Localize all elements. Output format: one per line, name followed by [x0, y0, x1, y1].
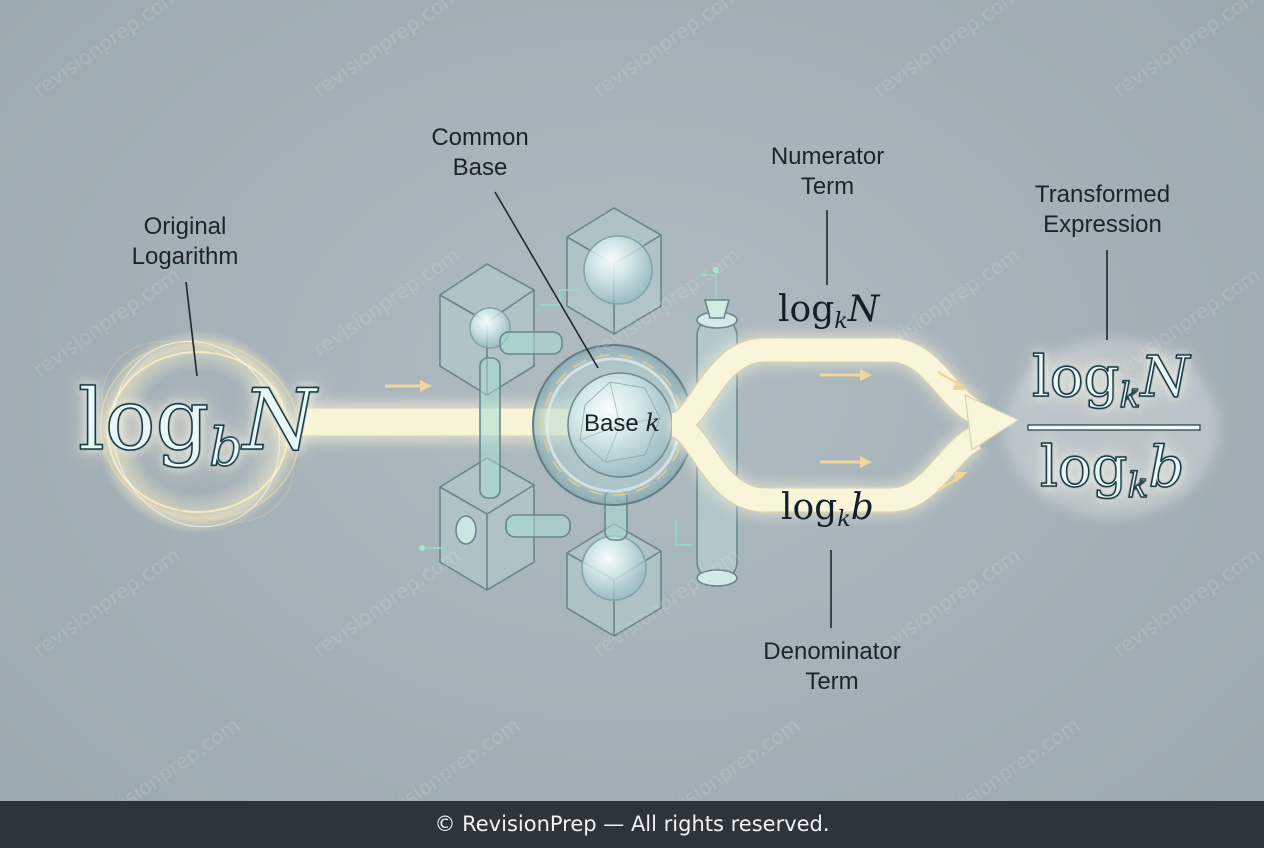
label-numerator-term: Numerator Term: [770, 143, 885, 200]
diagram-artwork: [96, 191, 1220, 637]
result-denominator-expression: logkb: [1039, 435, 1185, 507]
label-transformed-expression: Transformed Expression: [1034, 181, 1171, 238]
common-base-core: [532, 344, 694, 506]
leader-lines: [185, 191, 1108, 628]
label-common-base: Common Base: [431, 124, 529, 181]
label-original-logarithm: Original Logarithm: [131, 213, 239, 270]
copyright-footer: © RevisionPrep — All rights reserved.: [0, 801, 1264, 848]
denominator-term-expression: logkb: [781, 487, 874, 533]
glass-machine: [419, 207, 738, 637]
result-glow: [1004, 338, 1220, 518]
center-base-label: Base k: [584, 409, 660, 437]
label-denominator-term: Denominator Term: [763, 638, 901, 695]
result-numerator-expression: logkN: [1031, 345, 1190, 417]
energy-swirl: [96, 330, 301, 534]
original-logarithm-expression: logbN: [77, 371, 317, 479]
numerator-term-expression: logkN: [778, 289, 880, 335]
fraction-bar: [1027, 424, 1201, 431]
branch-beams: [668, 333, 1020, 517]
